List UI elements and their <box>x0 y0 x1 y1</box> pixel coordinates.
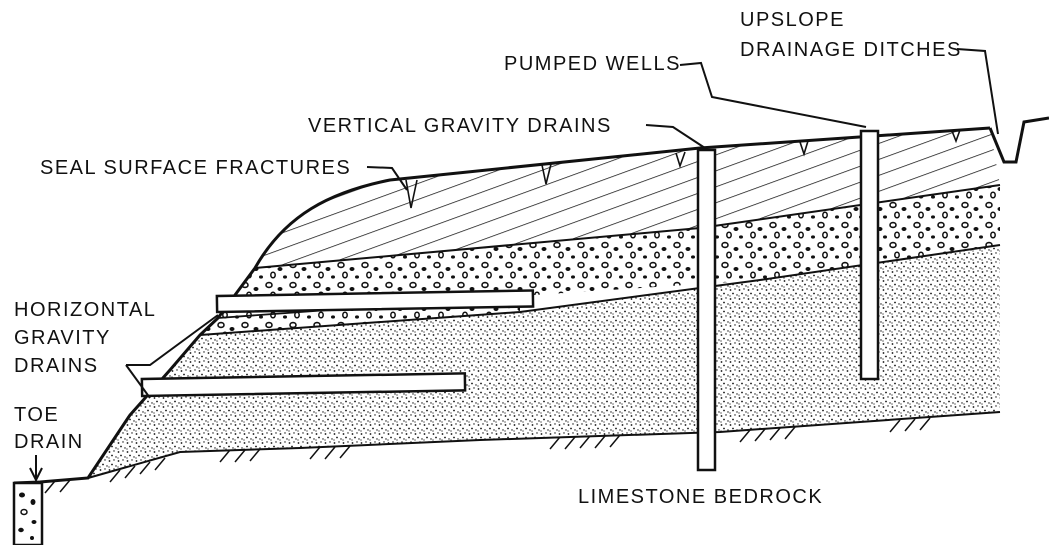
vertical-gravity-drains-label: VERTICAL GRAVITY DRAINS <box>308 115 612 137</box>
pumped-well <box>861 131 878 379</box>
upslope-label-line1: UPSLOPE <box>740 9 845 31</box>
horizontal-drains-label-line3: DRAINS <box>14 355 99 377</box>
upslope-leader <box>957 49 998 134</box>
vertical-drains-leader <box>646 125 705 148</box>
toe-drain <box>14 483 42 545</box>
toe-drain-label-line2: DRAIN <box>14 431 84 453</box>
toe-drain-label-line1: TOE <box>14 404 59 426</box>
horizontal-drains-label-line1: HORIZONTAL <box>14 299 156 321</box>
limestone-bedrock-label: LIMESTONE BEDROCK <box>578 486 823 508</box>
seal-surface-fractures-label: SEAL SURFACE FRACTURES <box>40 157 351 179</box>
vertical-gravity-drain <box>698 150 715 470</box>
pumped-wells-label: PUMPED WELLS <box>504 53 681 75</box>
pumped-wells-leader <box>680 63 866 127</box>
upslope-label-line2: DRAINAGE DITCHES <box>740 39 962 61</box>
upslope-ditch <box>990 118 1049 162</box>
horizontal-drains-label-line2: GRAVITY <box>14 327 111 349</box>
